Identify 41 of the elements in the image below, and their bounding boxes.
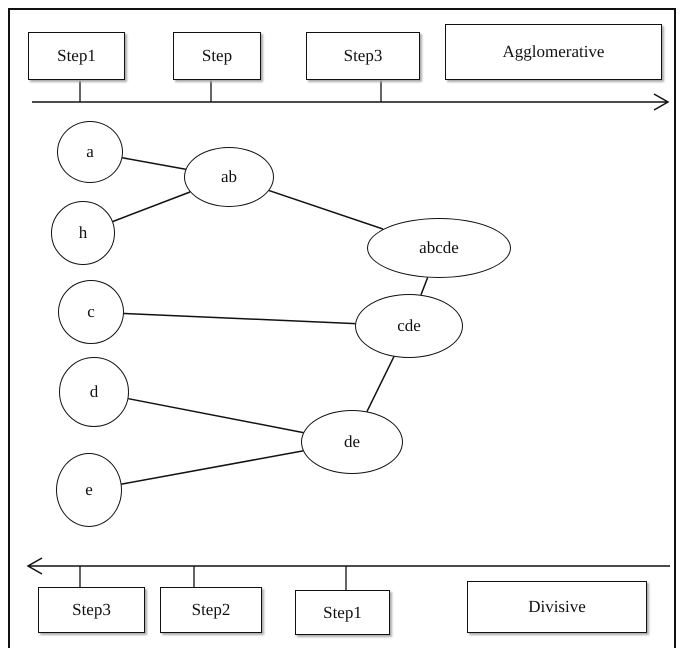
label-box [445, 24, 662, 80]
tick-line [210, 80, 212, 102]
node-label: de [344, 432, 360, 452]
label-box [295, 590, 390, 635]
connector-line [420, 277, 428, 296]
node-label: a [86, 142, 94, 162]
connector-line [128, 398, 304, 434]
node-label: cde [397, 316, 421, 336]
connector-line [122, 157, 186, 170]
label-box [160, 587, 262, 633]
label-box [38, 587, 145, 633]
node-label: Agglomerative [502, 42, 604, 62]
tick-line [79, 566, 81, 587]
node-label: Divisive [528, 597, 586, 617]
node-label: Step2 [192, 600, 230, 620]
node-label: Step3 [344, 46, 382, 66]
label-box [28, 32, 125, 80]
label-box [173, 32, 261, 80]
connector-line [121, 450, 304, 485]
node-label: Step1 [57, 46, 96, 66]
axis-arrow [26, 557, 670, 575]
tick-line [345, 566, 347, 590]
tick-line [79, 80, 81, 102]
node-label: abcde [419, 238, 459, 258]
node-label: Step [202, 46, 232, 66]
node-label: ab [220, 167, 238, 187]
tick-line [380, 80, 382, 102]
connector-line [112, 191, 190, 222]
node-label: Step1 [323, 602, 362, 622]
label-box [467, 581, 647, 633]
connector-line [366, 356, 395, 412]
connector-line [268, 190, 384, 230]
node-label: e [85, 480, 93, 500]
label-box [306, 32, 420, 80]
axis-arrow [32, 93, 670, 111]
tick-line [193, 566, 195, 587]
connector-line [124, 312, 356, 324]
node-label: d [90, 382, 98, 402]
node-label: h [78, 223, 88, 243]
node-label: c [87, 302, 95, 322]
node-label: Step3 [72, 600, 111, 620]
